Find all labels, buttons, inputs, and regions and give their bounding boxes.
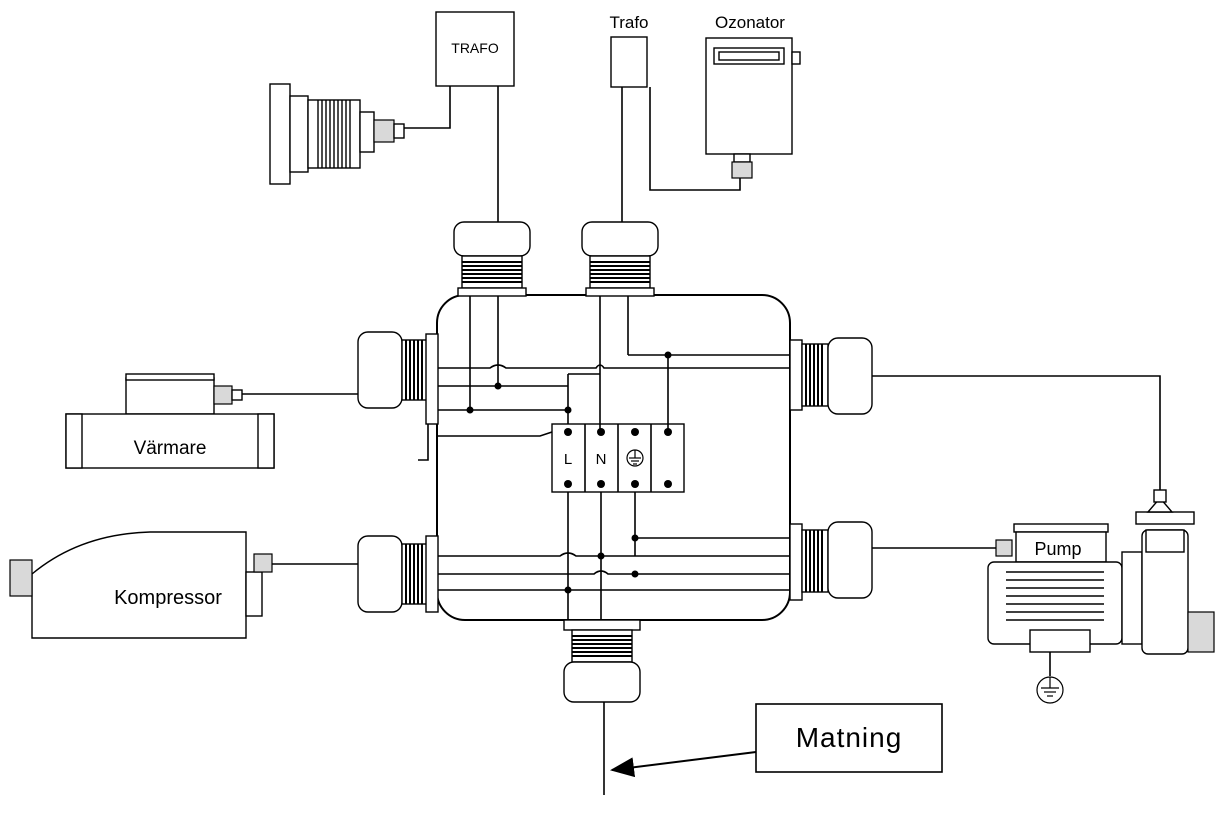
supply-arrow: [610, 751, 757, 778]
left-upper-gland: [357, 331, 439, 425]
heater-unit: Värmare: [65, 373, 275, 469]
terminal-l-label: L: [564, 451, 572, 468]
trafo-light-wire: [402, 86, 451, 129]
terminal-block: L N: [551, 423, 685, 493]
pump-earth-icon: [1036, 676, 1064, 704]
internal-wiring: [438, 296, 790, 795]
bottom-gland: [563, 619, 641, 703]
right-lower-gland: [789, 521, 873, 601]
ozonator-unit: Ozonator: [705, 13, 801, 179]
trafo-left-label: TRAFO: [451, 40, 499, 56]
pump-sensor-wire: [872, 375, 1161, 494]
right-upper-gland: [789, 337, 873, 415]
trafo-right-box: Trafo: [609, 13, 649, 88]
top-right-gland: [581, 221, 659, 297]
top-left-gland: [453, 221, 531, 297]
heater-aux-wire: [418, 424, 429, 461]
pump-label: Pump: [1034, 539, 1081, 559]
pump-unit: Pump: [987, 489, 1215, 704]
trafo-left-box: TRAFO: [435, 11, 515, 87]
lamp-component: [269, 83, 405, 185]
trafo-right-label: Trafo: [609, 13, 648, 32]
junction-dots: [466, 351, 672, 594]
terminal-n-label: N: [596, 451, 607, 468]
compressor-unit: Kompressor: [9, 531, 273, 639]
ozonator-wire: [649, 87, 741, 191]
supply-callout: Matning: [610, 703, 943, 778]
terminal-earth-icon: [626, 449, 644, 467]
ozonator-label: Ozonator: [715, 13, 785, 32]
left-lower-gland: [357, 535, 439, 613]
compressor-label: Kompressor: [114, 587, 222, 609]
heater-label: Värmare: [134, 438, 207, 459]
supply-callout-label: Matning: [796, 722, 903, 753]
